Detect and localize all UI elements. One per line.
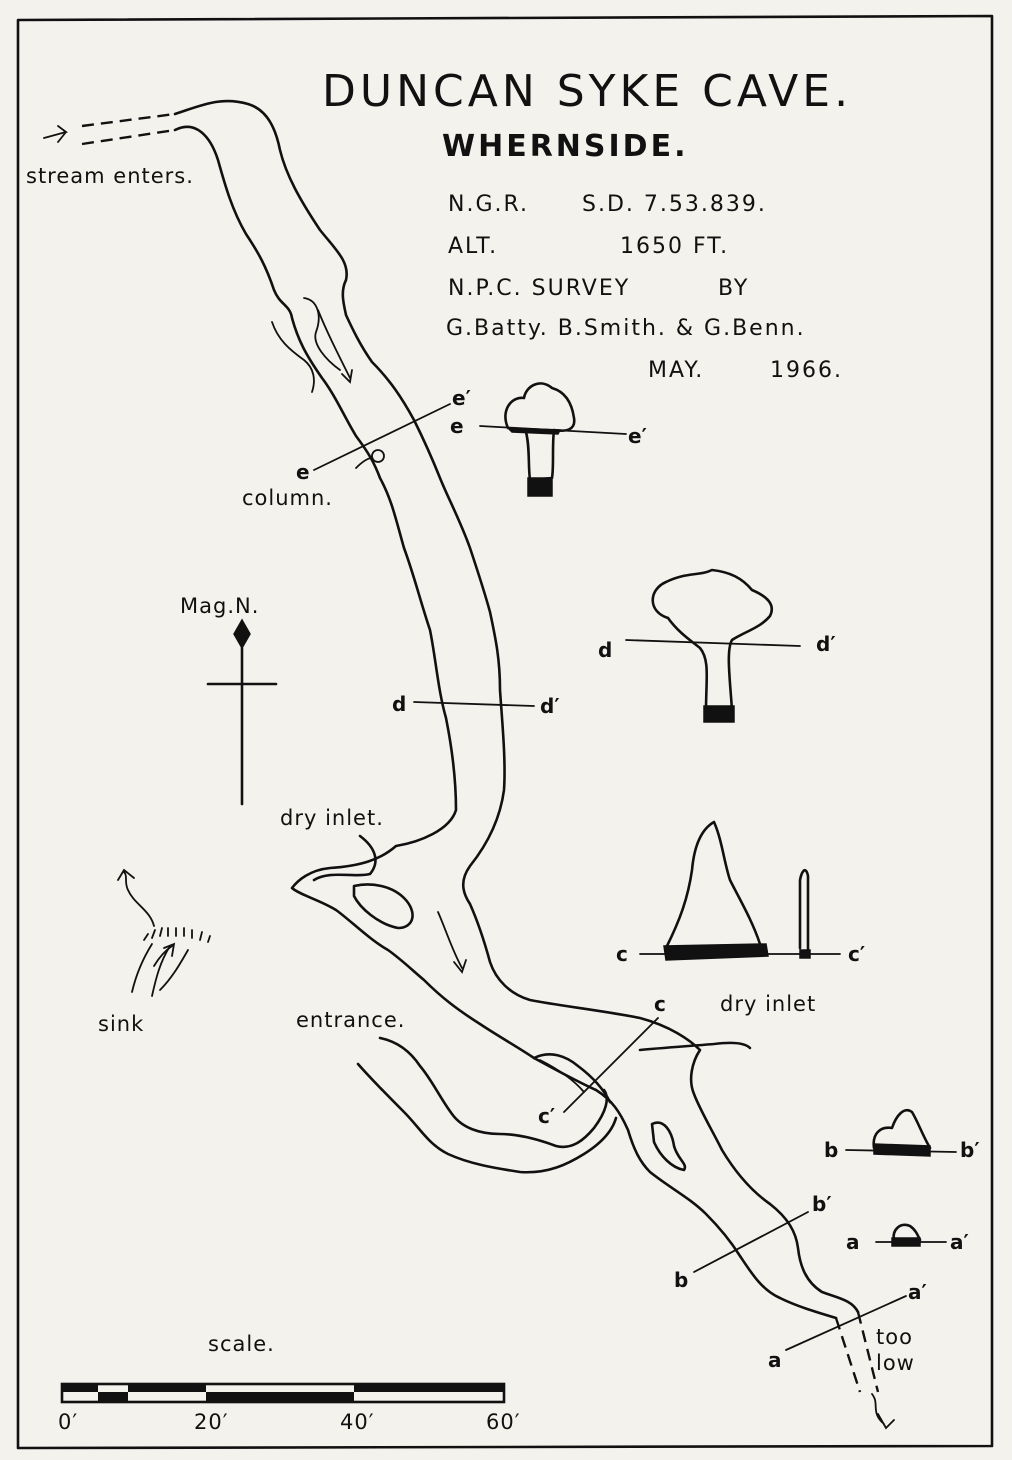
plan-letter-a-prime: a′ [908, 1280, 927, 1304]
scale-tick-40: 40′ [340, 1410, 375, 1434]
cross-section-e [479, 382, 627, 497]
passage-island [352, 883, 414, 930]
sink-arrow [117, 868, 155, 927]
section-e-left-letter: e [450, 414, 464, 438]
plan-letter-d: d [392, 692, 407, 716]
cross-section-b [845, 1108, 957, 1157]
entrance-oxbow [532, 1053, 612, 1104]
stream-inflow-dashed [81, 112, 176, 128]
plan-letter-b: b [674, 1268, 689, 1292]
dry-inlet-upper-label: dry inlet. [280, 806, 384, 830]
plan-letter-c: c [654, 992, 666, 1016]
section-c-right-letter: c′ [848, 942, 866, 966]
stream-inflow-dashed-2 [81, 128, 176, 146]
plan-letter-e: e [296, 460, 310, 484]
passage-left-wall [173, 125, 838, 1320]
section-line-a [785, 1295, 907, 1351]
map-subtitle: WHERNSIDE. [442, 129, 689, 164]
section-b-left-letter: b [824, 1138, 839, 1162]
passage-right-wall [173, 99, 860, 1314]
scale-tick-0: 0′ [58, 1410, 79, 1434]
lower-island [650, 1121, 687, 1172]
section-line-d [413, 701, 535, 707]
scale-tick-20: 20′ [194, 1410, 229, 1434]
section-line-b [693, 1211, 809, 1273]
section-a-left-letter: a [846, 1230, 860, 1254]
entrance-oxbow-inner [539, 1059, 585, 1093]
stream-enters-label: stream enters. [26, 164, 194, 188]
section-d-right-letter: d′ [816, 632, 836, 656]
mag-north-needle [233, 618, 251, 650]
scale-label: scale. [208, 1332, 275, 1356]
entrance-passage-upper [378, 1036, 608, 1149]
map-title: DUNCAN SYKE CAVE. [322, 66, 853, 117]
survey-month: MAY. [648, 358, 705, 383]
too-low-dashed-2 [856, 1311, 880, 1393]
cross-section-c [639, 820, 841, 961]
survey-label: N.P.C. SURVEY [448, 276, 631, 301]
plan-letter-e-prime: e′ [452, 386, 471, 410]
sink-channel-3 [159, 949, 189, 991]
too-low-dashed [834, 1317, 862, 1393]
stream-inflow-arrow [43, 125, 69, 143]
sink-label: sink [98, 1012, 145, 1036]
column-leader [355, 457, 373, 469]
sink-channel-arrow [153, 942, 176, 967]
sink-channel-1 [131, 943, 153, 993]
altitude-label: ALT. [448, 234, 499, 259]
section-a-right-letter: a′ [950, 1230, 969, 1254]
grid-ref-value: S.D. 7.53.839. [582, 192, 767, 217]
section-line-e [313, 403, 451, 471]
plan-letter-b-prime: b′ [812, 1192, 832, 1216]
mag-north-label: Mag.N. [180, 594, 260, 618]
scale-tick-60: 60′ [486, 1410, 521, 1434]
flow-arrow-middle [437, 911, 467, 974]
page-frame [16, 14, 994, 1450]
dry-inlet-upper-branch [312, 834, 377, 882]
passage-upper-lobe [303, 297, 341, 371]
too-low-label: too low [876, 1325, 915, 1375]
section-b-right-letter: b′ [960, 1138, 980, 1162]
section-e-right-letter: e′ [628, 424, 647, 448]
flow-arrow-upper [317, 309, 353, 384]
column-pillar [371, 449, 385, 463]
grid-ref-label: N.G.R. [448, 192, 529, 217]
survey-by: BY [718, 276, 750, 301]
section-d-left-letter: d [598, 638, 613, 662]
plan-letter-c-prime: c′ [538, 1104, 556, 1128]
survey-year: 1966. [770, 358, 843, 383]
section-c-left-letter: c [616, 942, 628, 966]
plan-letter-a: a [768, 1348, 782, 1372]
altitude-value: 1650 FT. [620, 234, 730, 259]
dry-inlet-lower-label: dry inlet [720, 992, 817, 1016]
column-label: column. [242, 486, 333, 510]
cross-section-a [875, 1223, 947, 1247]
cross-section-d [625, 568, 801, 723]
section-line-c [563, 1017, 659, 1113]
plan-letter-d-prime: d′ [540, 694, 560, 718]
passage-inner-line [271, 321, 315, 393]
dry-inlet-lower-branch [638, 1041, 752, 1052]
entrance-label: entrance. [296, 1008, 406, 1032]
surveyor-names: G.Batty. B.Smith. & G.Benn. [446, 316, 806, 341]
sink-hachures [143, 927, 211, 943]
outflow-arrow [871, 1393, 895, 1430]
entrance-passage-lower [356, 1062, 618, 1174]
scale-bar [60, 1382, 506, 1404]
